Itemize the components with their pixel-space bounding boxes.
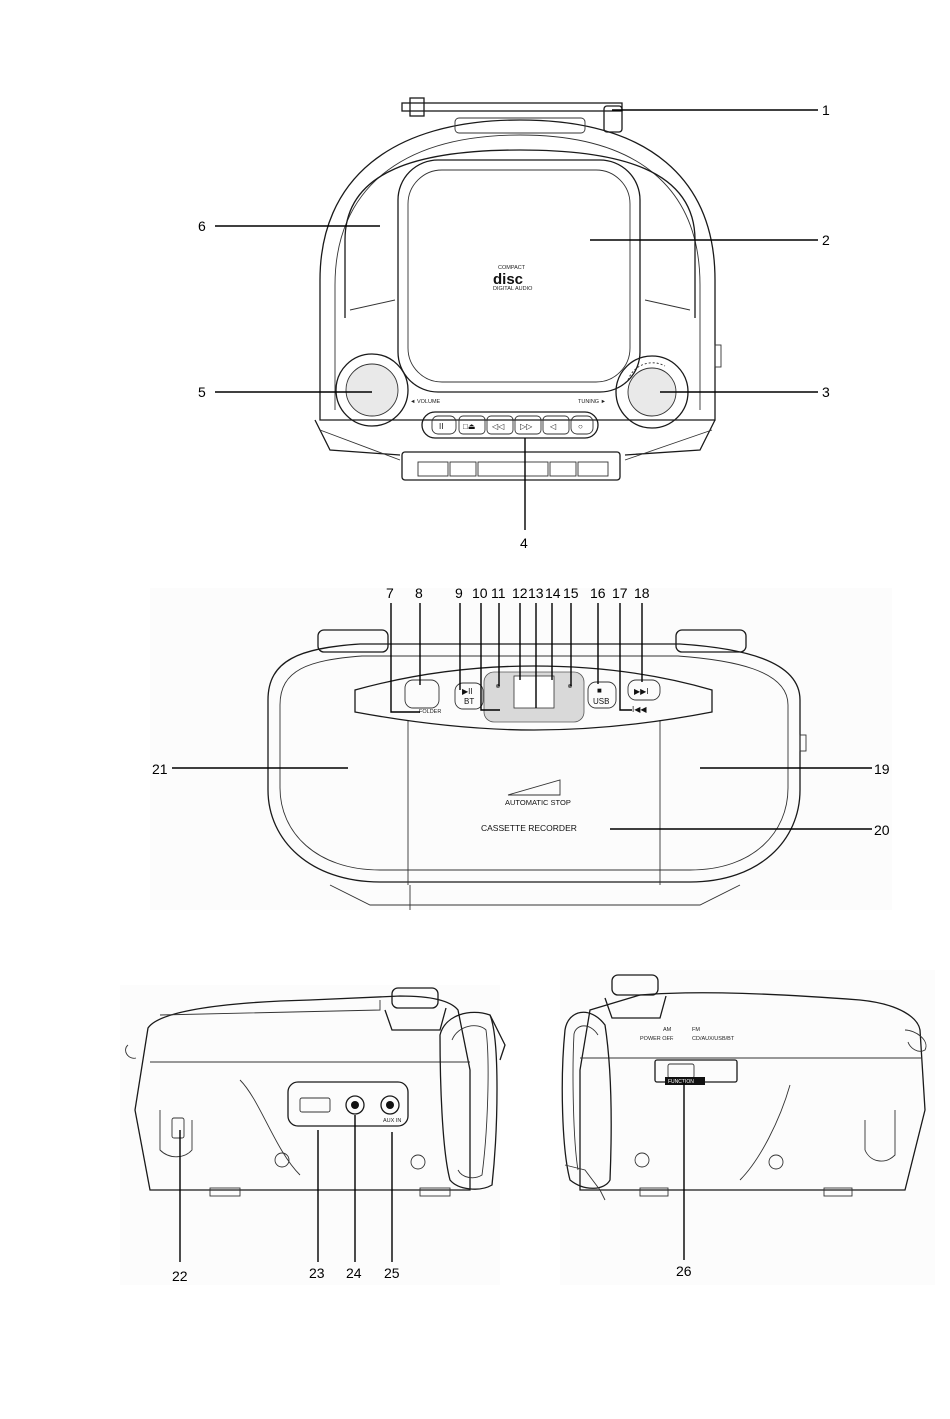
pause-button — [432, 416, 456, 434]
callout-13: 13 — [528, 585, 544, 601]
callout-22: 22 — [172, 1268, 188, 1284]
callout-9: 9 — [455, 585, 463, 601]
svg-text:○: ○ — [578, 422, 583, 431]
usb-label: USB — [593, 697, 609, 706]
svg-text:····: ···· — [666, 1037, 673, 1043]
front-view: FOLDER ▶II BT ■ USB ▶▶I I◀◀ AUTOMATIC ST… — [150, 585, 892, 910]
function-fm: FM — [692, 1027, 700, 1033]
right-side-view: AM FM POWER OFF CD/AUX/USB/BT ···· FUNCT… — [560, 970, 935, 1285]
callout-23: 23 — [309, 1265, 325, 1281]
svg-text:□⏏: □⏏ — [463, 422, 475, 431]
callout-1: 1 — [822, 102, 830, 118]
callout-11: 11 — [491, 585, 506, 601]
callout-6: 6 — [198, 218, 206, 234]
svg-text:I◀◀: I◀◀ — [632, 705, 647, 714]
callout-16: 16 — [590, 585, 606, 601]
cassette-recorder-label: CASSETTE RECORDER — [481, 823, 577, 833]
callout-19: 19 — [874, 761, 890, 777]
folder-label: FOLDER — [419, 709, 441, 715]
callout-2: 2 — [822, 232, 830, 248]
svg-text:▷▷: ▷▷ — [520, 422, 533, 431]
automatic-stop-label: AUTOMATIC STOP — [505, 798, 571, 807]
svg-text:II: II — [439, 422, 443, 431]
function-am: AM — [663, 1027, 672, 1033]
svg-text:▶▶I: ▶▶I — [634, 687, 649, 696]
callout-18: 18 — [634, 585, 650, 601]
function-cd-aux-usb-bt: CD/AUX/USB/BT — [692, 1036, 735, 1042]
callout-25: 25 — [384, 1265, 400, 1281]
svg-text:◁◁: ◁◁ — [492, 422, 505, 431]
cassette-control-buttons: II □⏏ ◁◁ ▷▷ ◁ ○ — [432, 416, 593, 434]
callout-17: 17 — [612, 585, 628, 601]
disc-logo-bottom: DIGITAL AUDIO — [493, 286, 533, 292]
left-side-view: AUX IN 22 23 24 25 — [120, 985, 505, 1285]
callout-3: 3 — [822, 384, 830, 400]
svg-text:▶II: ▶II — [462, 687, 473, 696]
function-label: FUNCTION — [668, 1079, 694, 1085]
callout-24: 24 — [346, 1265, 362, 1281]
callout-5: 5 — [198, 384, 206, 400]
svg-text:■: ■ — [597, 686, 602, 695]
callout-12: 12 — [512, 585, 528, 601]
callout-15: 15 — [563, 585, 579, 601]
svg-text:◁: ◁ — [550, 422, 557, 431]
aux-in-label: AUX IN — [383, 1118, 401, 1124]
callout-7: 7 — [386, 585, 394, 601]
lcd-display — [514, 676, 554, 708]
top-view: COMPACT disc DIGITAL AUDIO ◄ VOLUME TUNI… — [198, 98, 830, 551]
callout-20: 20 — [874, 822, 890, 838]
callout-26: 26 — [676, 1263, 692, 1279]
tuning-label: TUNING ► — [578, 399, 606, 405]
callout-21: 21 — [152, 761, 168, 777]
callout-10: 10 — [472, 585, 488, 601]
compact-disc-logo: COMPACT disc DIGITAL AUDIO — [493, 265, 533, 292]
callout-8: 8 — [415, 585, 423, 601]
bt-label: BT — [464, 697, 474, 706]
volume-label: ◄ VOLUME — [410, 399, 441, 405]
callout-4: 4 — [520, 535, 528, 551]
callout-14: 14 — [545, 585, 561, 601]
